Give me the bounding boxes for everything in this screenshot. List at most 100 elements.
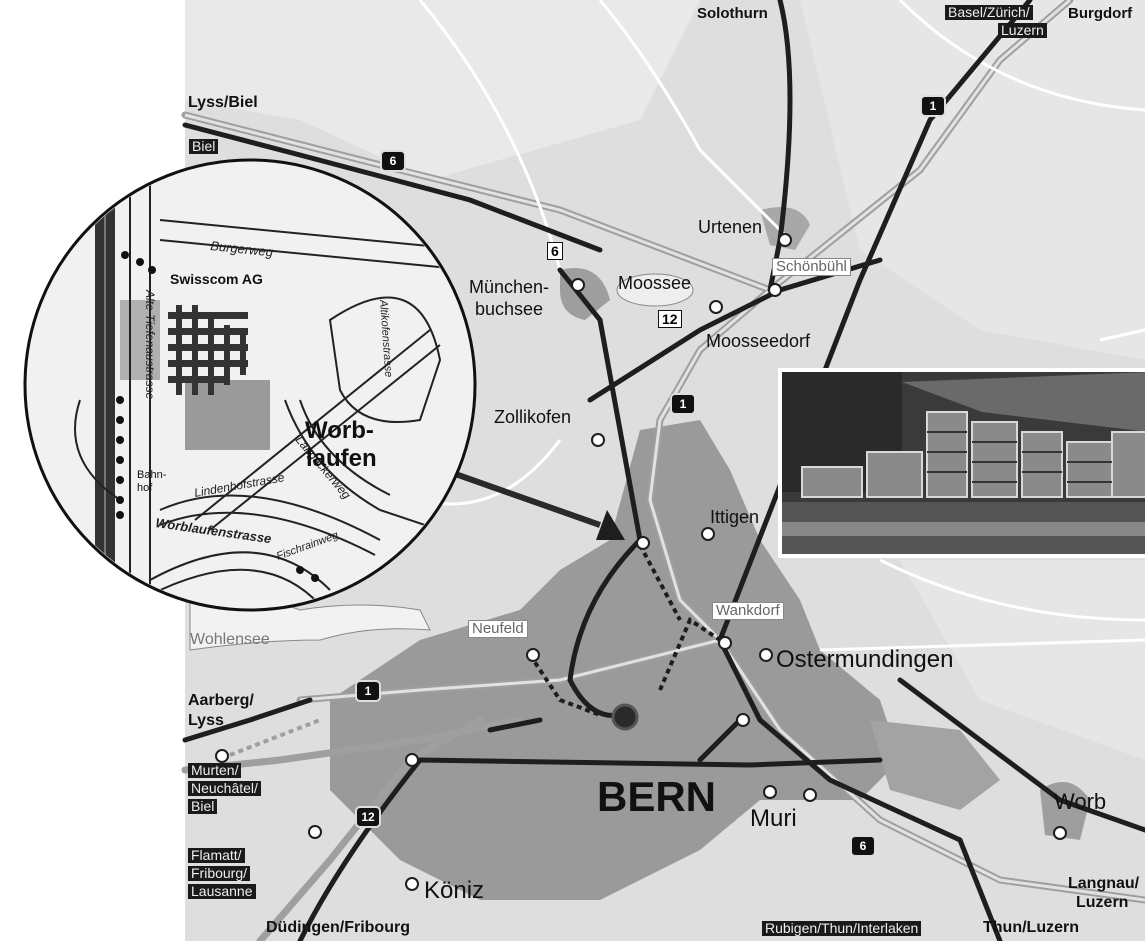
rail-line <box>717 637 1003 941</box>
label-koniz: Köniz <box>424 877 485 904</box>
inset-label-altikofenstrasse: Altikofenstrasse <box>377 298 394 377</box>
city-area-east <box>870 720 1000 810</box>
inset-grey-patch <box>185 380 270 450</box>
station-neufeld <box>526 648 540 662</box>
label-wankdorf: Wankdorf <box>712 602 784 620</box>
station-muri-2 <box>803 788 817 802</box>
inset-street <box>149 551 331 591</box>
rail-line <box>417 757 883 768</box>
rail-line <box>487 717 543 733</box>
label-schonbuhl: Schönbühl <box>772 258 851 276</box>
minor-road <box>819 638 1145 652</box>
label-moossee: Moossee <box>618 273 692 293</box>
inset-street <box>299 399 391 496</box>
route-shield-1-top: 1 <box>920 95 946 117</box>
route-shield-12-bottom: 12 <box>355 806 381 828</box>
station-muri <box>763 785 777 799</box>
station-ittigen <box>701 527 715 541</box>
station-worb <box>1053 826 1067 840</box>
tunnel-line <box>528 653 601 717</box>
station-murten <box>215 749 229 763</box>
light-patch <box>900 560 1145 760</box>
route-number-6: 6 <box>547 242 563 260</box>
label-urtenen: Urtenen <box>698 217 763 237</box>
label-aarberg-1: Aarberg/ <box>188 692 254 709</box>
minor-road <box>598 0 792 242</box>
bern-station-marker <box>611 703 639 731</box>
inset-street <box>149 568 321 606</box>
station-urtenen <box>778 233 792 247</box>
inset-label-worblaufen-2: laufen <box>306 445 377 472</box>
label-basel-zurich: Basel/Zürich/ <box>945 5 1033 20</box>
inset-street <box>74 399 121 501</box>
minor-road <box>1099 328 1145 342</box>
rail-line <box>557 267 643 543</box>
inset-label-bahnhof-1: Bahn- <box>137 469 167 481</box>
location-arrow-head <box>596 510 625 540</box>
station-west <box>308 825 322 839</box>
station-east <box>736 713 750 727</box>
label-langnau-1: Langnau/ <box>1068 875 1140 892</box>
inset-label-alte-tiefenaustrasse: Alte Tiefenaustrasse <box>143 289 157 400</box>
inset-street <box>194 329 431 521</box>
inset-street <box>159 219 471 251</box>
gray-dashed-link <box>229 718 321 757</box>
label-flamatt-1: Flamatt/ <box>188 848 245 863</box>
inset-street <box>284 399 471 541</box>
label-solothurn: Solothurn <box>697 5 768 22</box>
label-worb: Worb <box>1054 789 1107 814</box>
rail-line <box>897 677 1145 833</box>
label-langnau-2: Luzern <box>1076 894 1129 911</box>
label-rubigen: Rubigen/Thun/Interlaken <box>762 921 922 936</box>
route-number-12: 12 <box>658 310 682 328</box>
station-munchenbuchsee <box>571 278 585 292</box>
label-thun-luzern: Thun/Luzern <box>983 919 1079 936</box>
rail-line <box>182 122 603 253</box>
label-luzern-top: Luzern <box>998 23 1047 38</box>
label-lyss-biel: Lyss/Biel <box>188 94 258 111</box>
label-ostermundingen: Ostermundingen <box>776 646 954 673</box>
station-worblaufen <box>636 536 650 550</box>
forest-patch <box>760 207 810 250</box>
inset-street <box>159 239 471 271</box>
label-neufeld: Neufeld <box>468 620 528 638</box>
rail-line <box>182 697 313 743</box>
label-murten-3: Biel <box>188 799 218 814</box>
inset-label-bahnhof-2: hof <box>137 482 153 494</box>
label-burgdorf: Burgdorf <box>1068 5 1133 22</box>
inset-street <box>159 494 381 541</box>
label-murten-1: Murten/ <box>188 763 242 778</box>
light-patch <box>800 0 1145 360</box>
minor-road <box>879 558 1145 622</box>
label-munchenbuchsee-1: München- <box>469 277 550 297</box>
label-biel-top: Biel <box>189 139 219 154</box>
label-murten-2: Neuchâtel/ <box>188 781 261 796</box>
inset-label-swisscom: Swisscom AG <box>170 271 263 287</box>
aerial-photo <box>778 368 1145 558</box>
inset-label-burgerweg: Burgerweg <box>210 238 275 260</box>
inset-street <box>159 511 376 556</box>
label-muri: Muri <box>750 805 797 832</box>
station-schonbuhl <box>768 283 782 297</box>
rail-line <box>697 717 743 763</box>
station-moossee <box>709 300 723 314</box>
rail-line <box>567 537 643 719</box>
label-munchenbuchsee-2: buchsee <box>475 299 544 319</box>
inset-street <box>209 344 441 531</box>
road-grey-inner <box>184 113 771 292</box>
road-grey-inner <box>648 288 771 642</box>
station-koniz <box>405 877 419 891</box>
label-dudingen: Düdingen/Fribourg <box>266 919 410 936</box>
rail-line <box>767 0 793 293</box>
location-arrow-line <box>429 462 601 528</box>
moossee-lake <box>616 273 694 307</box>
inset-street <box>328 296 442 423</box>
route-shield-1-mid: 1 <box>670 393 696 415</box>
label-zollikofen: Zollikofen <box>494 407 572 427</box>
route-shield-6-top: 6 <box>380 150 406 172</box>
station-ostermundingen <box>759 648 773 662</box>
label-flamatt-3: Lausanne <box>188 884 256 899</box>
station-zollikofen <box>591 433 605 447</box>
inset-label-worblaufen-1: Worb- <box>305 417 374 444</box>
label-moosseedorf: Moosseedorf <box>706 331 811 351</box>
